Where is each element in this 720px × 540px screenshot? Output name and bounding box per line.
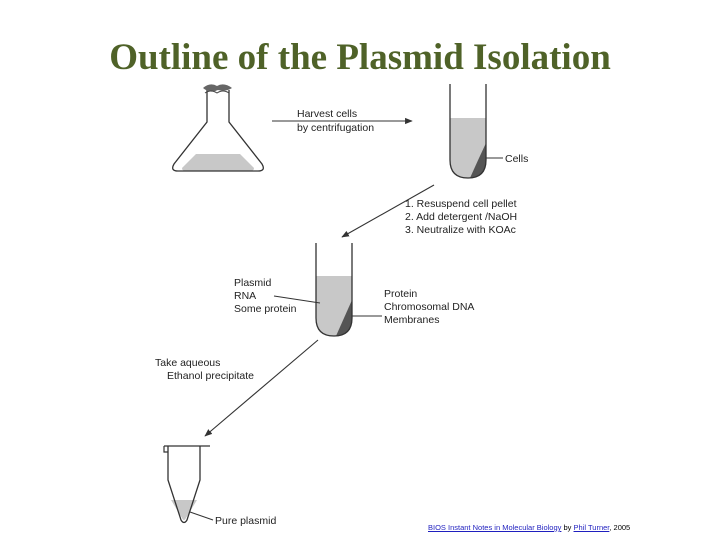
label-ethanol-2: Ethanol precipitate bbox=[167, 370, 254, 382]
label-protein: Protein bbox=[384, 288, 417, 300]
pointer-supernatant bbox=[273, 295, 321, 304]
arrow-ethanol bbox=[204, 339, 319, 437]
arrow-lysis bbox=[341, 184, 435, 238]
label-rna: RNA bbox=[234, 290, 256, 302]
citation-year: , 2005 bbox=[609, 523, 631, 532]
label-plasmid: Plasmid bbox=[234, 277, 272, 289]
label-ethanol-1: Take aqueous bbox=[155, 357, 220, 369]
label-lysis-2: 2. Add detergent /NaOH bbox=[405, 211, 517, 223]
citation-author-link[interactable]: Phil Turner bbox=[573, 523, 610, 532]
culture-flask bbox=[172, 84, 264, 172]
label-pure-plasmid: Pure plasmid bbox=[215, 515, 276, 527]
label-membranes: Membranes bbox=[384, 314, 439, 326]
citation-by: by bbox=[563, 523, 572, 532]
page-title: Outline of the Plasmid Isolation bbox=[109, 37, 611, 78]
label-some-protein: Some protein bbox=[234, 303, 297, 315]
citation-book-link[interactable]: BIOS Instant Notes in Molecular Biology bbox=[428, 523, 562, 532]
label-lysis-1: 1. Resuspend cell pellet bbox=[405, 198, 517, 210]
label-cells: Cells bbox=[505, 153, 528, 165]
centrifuge-tube-lysate bbox=[315, 243, 353, 337]
label-lysis-3: 3. Neutralize with KOAc bbox=[405, 224, 516, 236]
centrifuge-tube-pellet bbox=[449, 84, 487, 179]
label-harvest-1: Harvest cells bbox=[297, 108, 357, 120]
microtube-pure-plasmid bbox=[163, 445, 210, 524]
pointer-pure-plasmid bbox=[189, 511, 214, 521]
citation: BIOS Instant Notes in Molecular Biology … bbox=[428, 523, 630, 532]
label-chromosomal-dna: Chromosomal DNA bbox=[384, 301, 474, 313]
label-harvest-2: by centrifugation bbox=[297, 122, 374, 134]
